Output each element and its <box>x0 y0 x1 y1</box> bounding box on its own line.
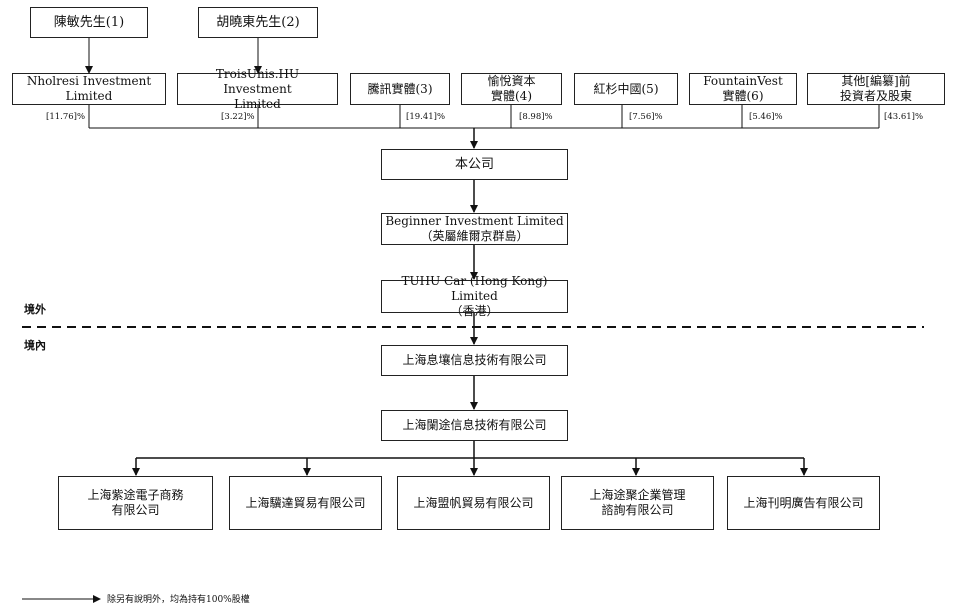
founder-chen-min: 陳敏先生(1) <box>30 7 148 38</box>
lantu-box: 上海闌途信息技術有限公司 <box>381 410 568 441</box>
pct-sequoia: [7.56]% <box>629 112 663 122</box>
legend-text: 除另有說明外，均為持有100%股權 <box>107 595 250 605</box>
pct-fountainvest: [5.46]% <box>749 112 783 122</box>
onshore-label: 境內 <box>24 339 46 352</box>
xirang-box: 上海息壤信息技術有限公司 <box>381 345 568 376</box>
pct-tencent: [19.41]% <box>406 112 446 122</box>
pct-others: [43.61]% <box>884 112 924 122</box>
shareholder-joy-capital: 愉悅資本 實體(4) <box>461 73 562 105</box>
beginner-investment-box: Beginner Investment Limited （英屬維爾京群島） <box>381 213 568 245</box>
shareholder-fountainvest: FountainVest 實體(6) <box>689 73 797 105</box>
founder-hu-xiaodong: 胡曉東先生(2) <box>198 7 318 38</box>
shareholder-others: 其他[編纂]前 投資者及股東 <box>807 73 945 105</box>
subsidiary-jida: 上海驥達貿易有限公司 <box>229 476 382 530</box>
subsidiary-tuju: 上海途聚企業管理 諮詢有限公司 <box>561 476 714 530</box>
tuhu-hk-box: TUHU Car (Hong Kong) Limited （香港） <box>381 274 568 318</box>
subsidiary-mengfan: 上海盟帆貿易有限公司 <box>397 476 550 530</box>
subsidiary-kanming: 上海刊明廣告有限公司 <box>727 476 880 530</box>
offshore-label: 境外 <box>24 303 46 316</box>
pct-nholresi: [11.76]% <box>46 112 86 122</box>
shareholder-nholresi: Nholresi Investment Limited <box>12 73 166 105</box>
shareholder-troisunis: TroisUnis.HU Investment Limited <box>177 67 338 111</box>
shareholder-sequoia: 紅杉中國(5) <box>574 73 678 105</box>
pct-troisunis: [3.22]% <box>221 112 255 122</box>
company-box: 本公司 <box>381 149 568 180</box>
subsidiary-zitu: 上海紫途電子商務 有限公司 <box>58 476 213 530</box>
shareholder-tencent: 騰訊實體(3) <box>350 73 450 105</box>
pct-joy-capital: [8.98]% <box>519 112 553 122</box>
